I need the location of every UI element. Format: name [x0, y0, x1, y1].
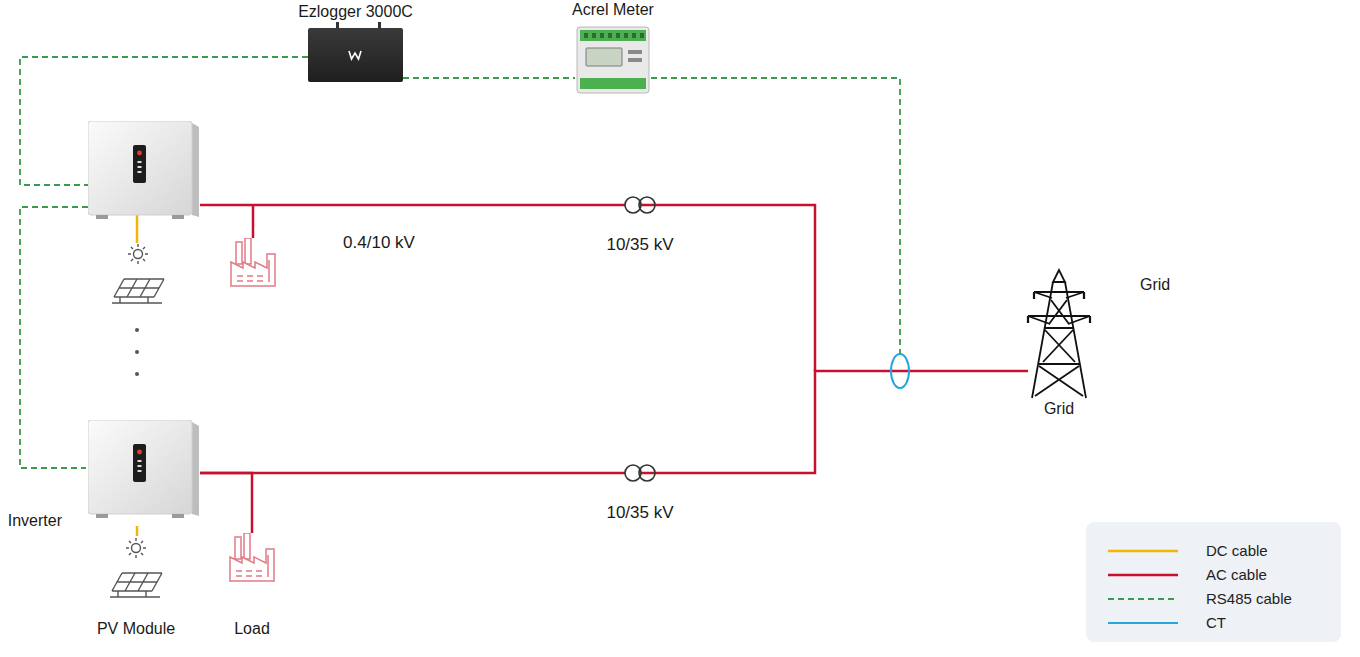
tower-braces — [1035, 300, 1083, 396]
rs485-cable — [403, 77, 575, 79]
voltage-label: 10/35 kV — [606, 503, 673, 523]
ac-cable — [200, 473, 252, 533]
logger-device: Ezlogger 3000C — [308, 22, 403, 82]
logger-body — [308, 28, 403, 82]
tower-arm — [1028, 316, 1090, 324]
dc-cable — [136, 215, 139, 243]
legend-box: DC cable AC cableRS485 cableCT — [1086, 522, 1341, 642]
legend-line-sample — [1108, 550, 1178, 553]
meter-button — [628, 50, 642, 54]
transformer-symbol — [625, 465, 655, 481]
meter-device: Acrel Meter — [575, 25, 651, 95]
legend-row: RS485 cable — [1086, 589, 1341, 609]
transformer-winding — [639, 197, 655, 213]
meter-terminals — [580, 30, 646, 41]
device-label: Ezlogger 3000C — [298, 3, 413, 21]
antenna — [378, 22, 381, 29]
inverter-node: Inverter — [86, 418, 200, 526]
transformer-symbol — [625, 197, 655, 213]
legend-text: AC cable — [1206, 566, 1267, 583]
legend-sample — [1106, 565, 1180, 585]
legend-text: RS485 cable — [1206, 590, 1292, 607]
inverter-icon — [88, 420, 199, 518]
tower-legs — [1032, 282, 1086, 398]
antenna — [336, 22, 339, 29]
grid-tower — [1028, 270, 1090, 398]
device-label: PV Module — [97, 620, 175, 638]
ellipsis-dot — [135, 350, 139, 354]
legend-row: DC cable — [1086, 541, 1341, 561]
ct-symbol — [891, 354, 909, 388]
dc-cable — [136, 526, 139, 536]
legend-text: DC cable — [1206, 542, 1268, 559]
logger-logo — [349, 51, 361, 59]
tower-arm — [1034, 292, 1084, 298]
transformer-winding — [639, 465, 655, 481]
ac-cable — [252, 205, 255, 238]
tower-insulators — [1028, 292, 1090, 323]
inverter-icon — [88, 121, 199, 219]
ezlogger-device — [308, 22, 403, 82]
rs485-cable — [651, 78, 900, 354]
legend-sample — [1106, 541, 1180, 561]
rs485-cable — [20, 207, 88, 468]
meter-device — [577, 27, 649, 93]
load-node: Load — [228, 533, 276, 583]
terminal-screws — [584, 33, 644, 38]
device-label: Grid — [1044, 400, 1074, 418]
device-label: Acrel Meter — [572, 1, 654, 19]
meter-terminals — [580, 78, 646, 89]
legend-line-sample — [1108, 574, 1178, 577]
meter-screen — [586, 48, 622, 66]
legend-sample — [1106, 613, 1180, 633]
load-icon — [231, 238, 275, 286]
pv-module-node: PV Module — [106, 536, 166, 598]
device-label: Load — [234, 620, 270, 638]
ac-cable — [200, 205, 815, 371]
meter-body — [577, 27, 649, 93]
voltage-label: 10/35 kV — [606, 235, 673, 255]
legend-row: CT — [1086, 613, 1341, 633]
ellipsis-dot — [135, 328, 139, 332]
load-icon — [230, 533, 274, 581]
device-label: Grid — [1140, 276, 1170, 294]
grid-node: GridGrid — [1028, 270, 1090, 398]
legend-line-sample — [1108, 622, 1178, 624]
legend-text: CT — [1206, 614, 1226, 631]
pv-module-icon — [112, 244, 164, 303]
legend-row: AC cable — [1086, 565, 1341, 585]
pv-module-icon — [110, 538, 162, 597]
ellipsis-dot — [135, 372, 139, 376]
meter-button — [628, 58, 642, 62]
legend-line-sample — [1108, 598, 1178, 600]
voltage-label: 0.4/10 kV — [343, 233, 415, 253]
tower-top — [1053, 270, 1065, 282]
device-label: Inverter — [8, 512, 62, 530]
legend-sample — [1106, 589, 1180, 609]
